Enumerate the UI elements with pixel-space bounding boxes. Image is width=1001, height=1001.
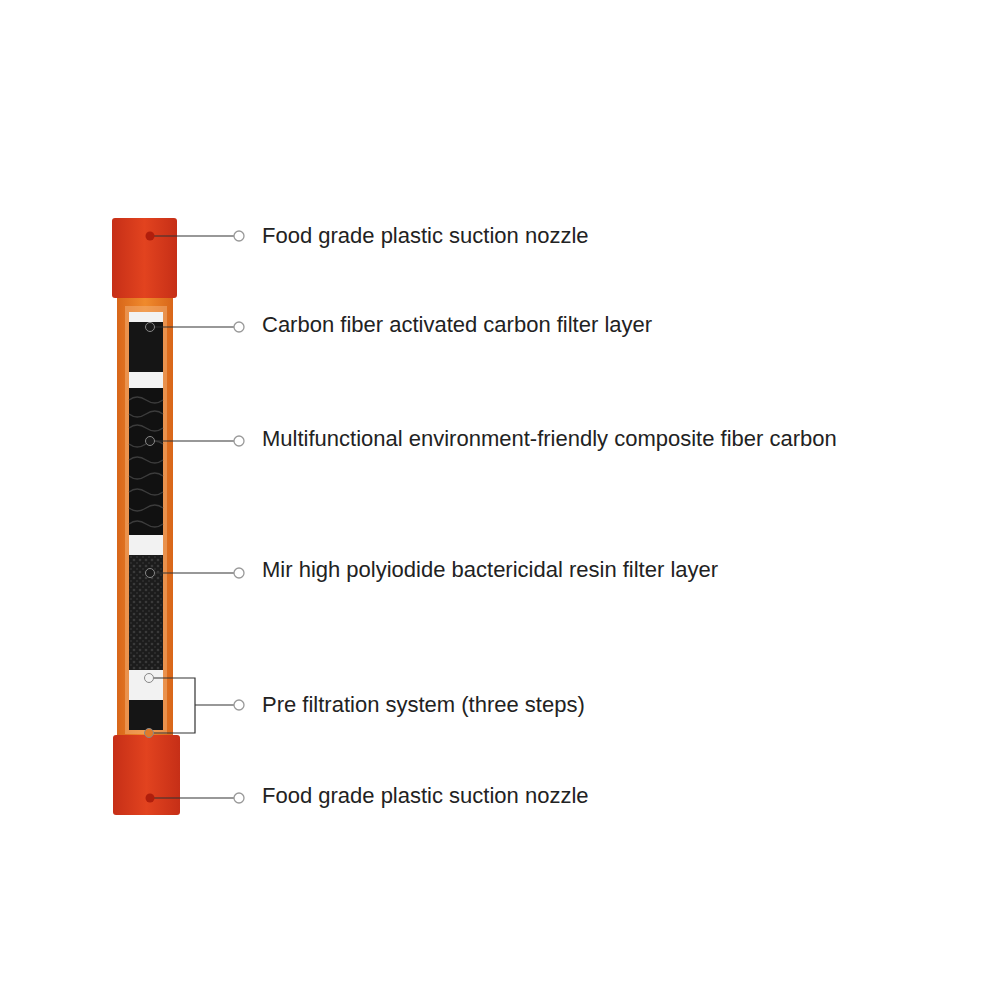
part-label-wrap: Food grade plastic suction nozzle xyxy=(262,223,589,249)
part-label-wrap: Multifunctional environment-friendly com… xyxy=(262,426,837,452)
window-frame xyxy=(125,306,167,734)
carbon-layer xyxy=(129,322,163,372)
part-label: Food grade plastic suction nozzle xyxy=(262,783,589,809)
part-label: Pre filtration system (three steps) xyxy=(262,692,585,718)
part-label-wrap: Pre filtration system (three steps) xyxy=(262,692,585,718)
separator xyxy=(129,372,163,388)
bottom-nozzle xyxy=(113,735,180,815)
leader-end-circles xyxy=(234,231,244,803)
resin-layer xyxy=(129,555,163,670)
part-label-wrap: Food grade plastic suction nozzle xyxy=(262,783,589,809)
leader-lines xyxy=(150,236,234,798)
part-label: Food grade plastic suction nozzle xyxy=(262,223,589,249)
pre-filter-cotton xyxy=(129,670,163,700)
leader-dots xyxy=(145,232,155,803)
separator xyxy=(129,535,163,555)
part-label-wrap: Carbon fiber activated carbon filter lay… xyxy=(262,312,652,338)
pre-filter-carbon xyxy=(129,700,163,730)
fiber-texture xyxy=(129,397,163,527)
straw-body xyxy=(117,292,173,740)
part-label: Mir high polyiodide bactericidal resin f… xyxy=(262,557,718,583)
separator xyxy=(129,312,163,322)
part-label: Multifunctional environment-friendly com… xyxy=(262,426,837,452)
top-nozzle xyxy=(112,218,177,298)
fiber-carbon-layer xyxy=(129,388,163,535)
part-label-wrap: Mir high polyiodide bactericidal resin f… xyxy=(262,557,718,583)
part-label: Carbon fiber activated carbon filter lay… xyxy=(262,312,652,338)
